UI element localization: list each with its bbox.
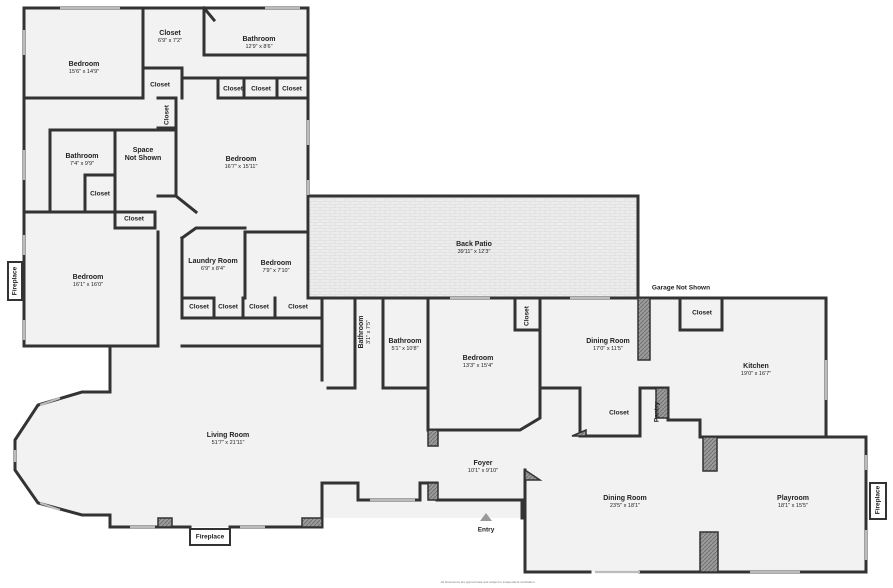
walls bbox=[13, 5, 868, 574]
entry-arrow-icon bbox=[480, 513, 492, 521]
fireplace-left-shape bbox=[7, 261, 23, 301]
patio-floor bbox=[310, 196, 638, 298]
fireplace-bottom-shape bbox=[189, 528, 231, 546]
fixtures bbox=[157, 297, 719, 573]
windows bbox=[13, 6, 868, 574]
floor-fills bbox=[15, 8, 865, 572]
fireplace-right-shape bbox=[869, 482, 887, 520]
fireplaces bbox=[7, 261, 887, 546]
